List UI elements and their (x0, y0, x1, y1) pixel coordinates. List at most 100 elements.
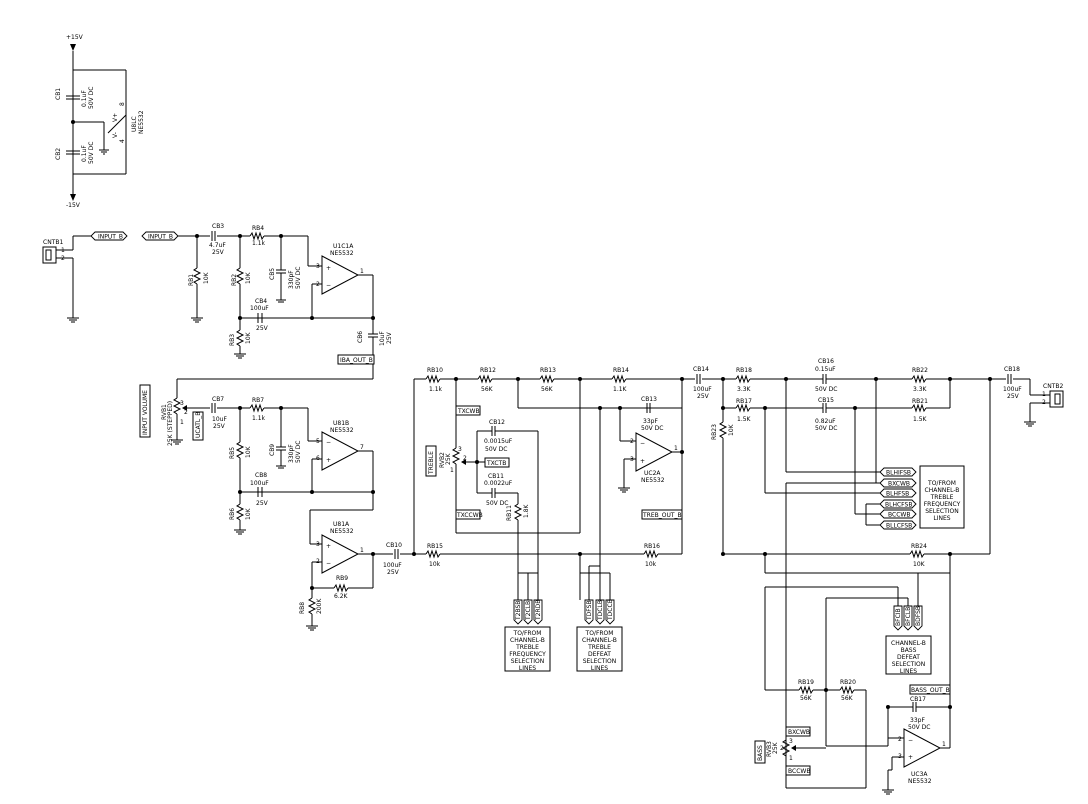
input-stage: INPUT_B CB3 4.7uF 25V RB4 1.1k RB1 10K R… (141, 223, 393, 380)
sel-c-4: SELECTION (583, 658, 617, 665)
cb12-rating: 50V DC (485, 446, 507, 453)
cntb1-label: CNTB1 (43, 239, 63, 246)
cb14-value: 100uF (693, 386, 712, 393)
cb3-label: CB3 (212, 223, 224, 230)
bfclb-tag: BFCLB (905, 607, 912, 626)
bass-freq-box (919, 465, 965, 529)
cb17-rating: 50V DC (908, 724, 930, 731)
bccwb-tag-2: BCCWB (788, 768, 810, 775)
u3a-opamp (903, 728, 942, 768)
rb9-label: RB9 (336, 575, 348, 582)
cntb2-label: CNTB2 (1043, 383, 1063, 390)
u81a-part: NE5532 (330, 528, 354, 535)
cb13-rating: 50V DC (641, 425, 663, 432)
svg-text:2: 2 (463, 455, 467, 462)
cb5-rating: 50V DC (295, 267, 302, 289)
sel-d-1: BASS (901, 647, 917, 654)
ucatl-tag: UCATL_B (195, 412, 202, 438)
input-b-tag: INPUT_B (98, 234, 123, 241)
u1a-part: NE5532 (330, 250, 354, 257)
rb15-label: RB15 (427, 543, 443, 550)
rb2-label: RB2 (231, 274, 238, 286)
treble-label: TREBLE (428, 451, 435, 475)
svg-text:1: 1 (942, 741, 946, 748)
treble-defeat-box (576, 626, 623, 672)
rb6-value: 10K (245, 507, 252, 520)
rb20-value: 56K (841, 695, 854, 702)
input-volume-label: INPUT VOLUME (142, 390, 149, 435)
cb7-rating: 25V (213, 423, 226, 430)
svg-text:1: 1 (360, 547, 364, 554)
cb4-value: 100uF (250, 305, 269, 312)
sel-d-2: DEFEAT (897, 654, 920, 661)
rb13-value: 56K (541, 386, 554, 393)
cb8-rating: 25V (256, 500, 269, 507)
bfcib-tag: BFCIB (895, 608, 902, 626)
cb6-value: 10uF (379, 331, 386, 346)
rb12-label: RB12 (480, 367, 496, 374)
u1b-part: NE5532 (330, 427, 354, 434)
bllcfsb-tag: BLLCFSB (886, 523, 912, 530)
cb10-label: CB10 (386, 542, 402, 549)
p15-label: +15V (66, 34, 84, 41)
rb16-label: RB16 (644, 543, 660, 550)
rb8-label: RB8 (299, 602, 306, 614)
svg-text:3: 3 (316, 541, 320, 548)
cb18-rating: 25V (1007, 393, 1020, 400)
bxcwb-tag: BXCWB (888, 481, 910, 488)
rb11-value: 1.8K (523, 503, 530, 518)
t2bsb-tag: T2BSB (515, 601, 522, 621)
rb17-label: RB17 (736, 398, 752, 405)
bass-stage: BFCIB BFCLB BDFSB CHANNEL-B BASS DEFEAT … (754, 573, 952, 795)
cb9-rating: 50V DC (295, 441, 302, 463)
rb22-value: 3.3K (913, 386, 928, 393)
cb8-label: CB8 (255, 472, 267, 479)
rb10-value: 1.1k (429, 386, 443, 393)
rb6-label: RB6 (229, 508, 236, 520)
tdclb-tag: TDCLB (597, 600, 604, 621)
rb1-label: RB1 (188, 274, 195, 286)
sel-a-0: TO/FROM (513, 630, 542, 637)
svg-text:3: 3 (458, 446, 462, 453)
rvb1-value: 25K (STEPPED) (167, 401, 174, 446)
svg-text:−: − (326, 282, 331, 289)
svg-text:1: 1 (180, 419, 184, 426)
cb16-rating: 50V DC (815, 386, 837, 393)
rvb2-label: RVB2 (439, 452, 446, 468)
u81a-opamp (321, 534, 360, 574)
u2a-opamp (635, 432, 674, 472)
svg-text:1: 1 (360, 268, 364, 275)
u81a-stage: + − 3 2 1 U81A NE5532 RB9 6.2K RB8 200K … (299, 509, 426, 631)
rvb3-label: RVB3 (766, 741, 773, 757)
rb15-value: 10k (429, 561, 441, 568)
svg-text:+: + (640, 458, 645, 465)
rb7-value: 1.1k (252, 415, 266, 422)
input-connector: CNTB1 1 2 INPUT_B (42, 231, 128, 323)
cb16-value: 0.15uF (815, 366, 836, 373)
blhfsb-tag: BLHFSB (886, 491, 909, 498)
cb3-value: 4.7uF (209, 242, 226, 249)
u1a-opamp (321, 255, 360, 295)
sel-a-4: SELECTION (511, 658, 545, 665)
svg-text:3: 3 (180, 400, 184, 407)
cb2-rating: 50V DC (88, 142, 95, 164)
rb16-value: 10k (645, 561, 657, 568)
rvb2-value: 25K (445, 452, 452, 465)
u2a-part: NE5532 (641, 477, 665, 484)
rb24-value: 10K (913, 561, 926, 568)
cb6-rating: 25V (386, 331, 393, 344)
cb10-rating: 25V (387, 569, 400, 576)
bxcwb-tag-2: BXCWB (788, 729, 810, 736)
sel-c-3: DEFEAT (588, 651, 611, 658)
cb13-label: CB13 (641, 396, 657, 403)
tdfsb-tag: TDFSB (586, 600, 593, 621)
rb19-value: 56K (800, 695, 813, 702)
svg-text:−: − (326, 439, 331, 446)
svg-text:−: − (640, 440, 645, 447)
rb7-label: RB7 (252, 397, 264, 404)
cb9-value: 330pF (288, 444, 295, 463)
rb12-value: 56K (481, 386, 494, 393)
u1a-label: U1C1A (333, 243, 354, 250)
sel-d-0: CHANNEL-B (891, 640, 926, 647)
